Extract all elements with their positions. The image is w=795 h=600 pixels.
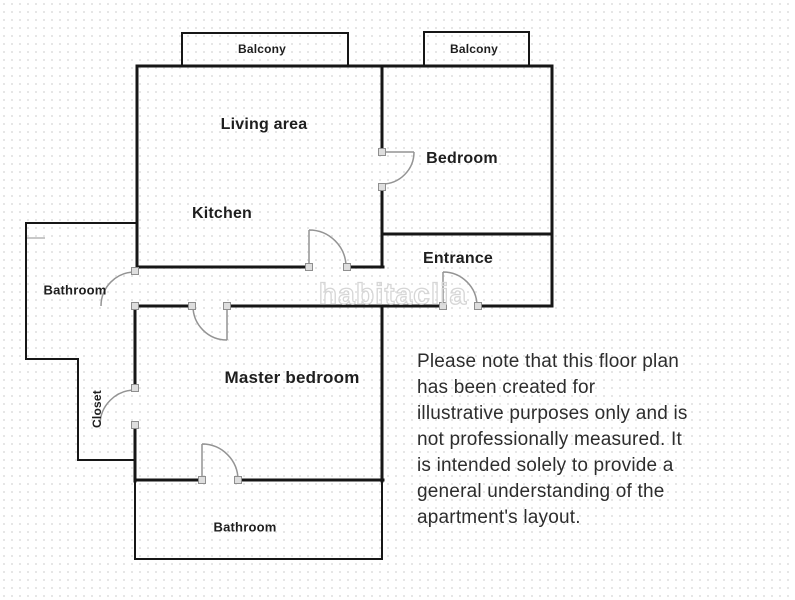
balcony-left-walls <box>181 32 349 67</box>
disclaimer-line: general understanding of the <box>417 481 665 502</box>
bedroom-door <box>378 148 415 191</box>
master-bedroom-door <box>188 302 231 341</box>
bathroom-corridor-door <box>100 267 139 310</box>
door-hinge <box>188 302 196 310</box>
disclaimer-line: apartment's layout. <box>417 507 581 528</box>
closet-walls <box>77 358 136 461</box>
disclaimer-line: is intended solely to provide a <box>417 455 674 476</box>
interior-walls <box>133 64 554 483</box>
door-hinge <box>131 267 139 275</box>
door-hinge <box>378 148 386 156</box>
disclaimer-text: Please note that this floor plan has bee… <box>417 349 747 531</box>
room-label-bedroom: Bedroom <box>426 150 498 167</box>
door-hinge <box>474 302 482 310</box>
door-hinge <box>439 302 447 310</box>
kitchen-door <box>305 229 351 271</box>
balcony-right-walls <box>423 31 530 67</box>
room-label-closet: Closet <box>90 390 104 428</box>
room-label-entrance: Entrance <box>422 250 494 267</box>
room-label-balcony-right: Balcony <box>449 42 499 56</box>
entrance-door <box>439 271 482 310</box>
room-label-bathroom-bottom: Bathroom <box>213 519 277 535</box>
door-hinge <box>234 476 242 484</box>
room-label-balcony-left: Balcony <box>237 42 287 56</box>
door-hinge <box>131 421 139 429</box>
exterior-walls <box>135 64 554 308</box>
disclaimer-line: not professionally measured. It <box>417 429 682 450</box>
door-hinge <box>131 302 139 310</box>
watermark-text: habitaclia <box>318 277 468 311</box>
door-hinge <box>378 183 386 191</box>
room-label-bathroom-left: Bathroom <box>43 282 107 298</box>
bathroom-bottom-walls <box>134 480 383 560</box>
bathroom-left-walls <box>25 222 138 360</box>
closet-door <box>99 384 139 429</box>
disclaimer-line: has been created for <box>417 377 596 398</box>
bathroom-bottom-door <box>198 443 242 484</box>
room-label-master-bedroom: Master bedroom <box>224 368 360 387</box>
door-hinge <box>223 302 231 310</box>
disclaimer-line: illustrative purposes only and is <box>417 403 688 424</box>
door-hinge <box>131 384 139 392</box>
room-label-kitchen: Kitchen <box>191 205 253 222</box>
door-hinge <box>305 263 313 271</box>
room-label-living-area: Living area <box>220 116 308 133</box>
door-hinge <box>198 476 206 484</box>
door-hinge <box>343 263 351 271</box>
disclaimer-line: Please note that this floor plan <box>417 351 680 372</box>
